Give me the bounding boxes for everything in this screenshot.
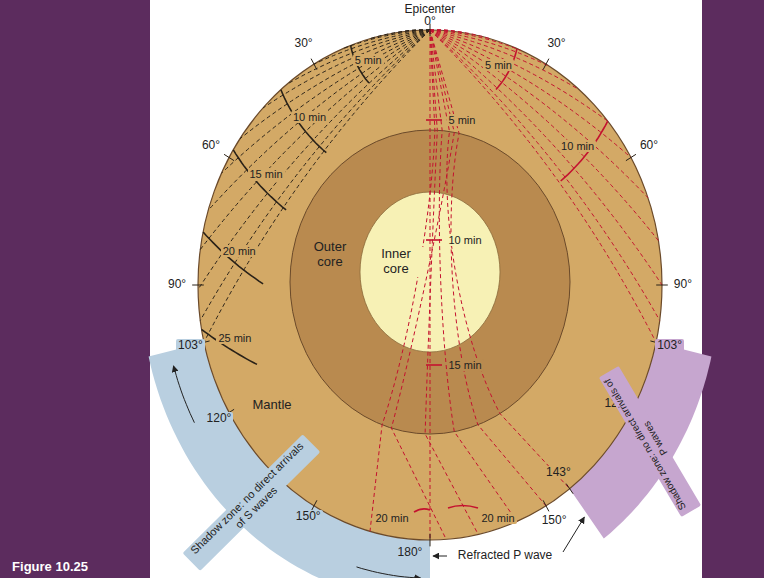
degree-label: 120° — [205, 412, 234, 426]
degree-tick — [656, 285, 668, 286]
s-wave-ray — [240, 30, 430, 139]
s-wave-ray — [208, 30, 430, 210]
travel-time-label: 20 min — [221, 245, 258, 258]
travel-time-label: 15 min — [447, 359, 484, 372]
travel-time-label: 10 min — [291, 111, 328, 124]
travel-time-label: 20 min — [480, 512, 517, 525]
travel-time-label: 10 min — [559, 140, 596, 153]
degree-label: 143° — [544, 466, 573, 480]
degree-tick — [192, 285, 204, 286]
travel-time-label: 5 min — [447, 114, 478, 127]
travel-time-label: 25 min — [216, 332, 253, 345]
degree-tick — [543, 59, 549, 70]
time-tick — [426, 119, 442, 121]
region-label: Inner core — [367, 247, 425, 277]
p-wave-ray — [430, 30, 662, 285]
degree-tick — [543, 500, 549, 511]
figure-number: Figure 10.25 — [10, 560, 90, 575]
refracted-wave-label: Refracted P wave — [456, 549, 555, 563]
refracted-p-ray — [430, 30, 517, 521]
travel-time-front — [233, 150, 286, 210]
zone-extent-arrow — [174, 366, 195, 423]
degree-label: 30° — [293, 37, 315, 51]
degree-label: 103° — [176, 339, 205, 353]
s-wave-ray — [222, 30, 431, 173]
p-wave-ray — [430, 30, 648, 198]
refracted-p-ray — [425, 30, 478, 534]
time-tick — [426, 239, 442, 241]
mantle-shape — [198, 30, 662, 540]
degree-tick — [566, 484, 573, 494]
degree-label: 0° — [422, 15, 437, 29]
shadow-zone-note: Shadow zone: no direct arrivals of S wav… — [183, 435, 321, 572]
degree-label: 90° — [672, 278, 694, 292]
s-wave-ray — [198, 30, 430, 290]
refracted-p-ray — [391, 30, 454, 539]
travel-time-label: 15 min — [248, 168, 285, 181]
zone-extent-arrow — [357, 567, 421, 578]
degree-label: 180° — [396, 546, 425, 560]
s-wave-ray — [200, 30, 430, 250]
refracted-range-arrow — [433, 556, 447, 557]
degree-label: 60° — [200, 139, 222, 153]
s-wave-ray — [204, 30, 430, 342]
p-wave-ray — [430, 30, 656, 342]
p-wave-ray — [430, 30, 521, 50]
travel-time-front — [202, 329, 258, 364]
s-wave-ray — [200, 30, 430, 321]
travel-time-label: 20 min — [374, 512, 411, 525]
travel-time-label: 5 min — [353, 54, 384, 67]
degree-tick — [224, 154, 234, 160]
refracted-p-ray — [370, 30, 435, 531]
p-wave-ray — [430, 30, 579, 90]
region-label: Mantle — [251, 398, 294, 413]
degree-label: 103° — [655, 339, 684, 353]
travel-time-label: 5 min — [483, 59, 514, 72]
degree-tick — [311, 59, 317, 70]
degree-tick — [626, 154, 636, 160]
time-tick — [426, 364, 442, 366]
p-wave-ray — [430, 30, 660, 321]
degree-tick — [430, 534, 431, 547]
s-wave-ray — [263, 30, 430, 108]
degree-label: 30° — [545, 37, 567, 51]
time-tick — [414, 509, 430, 512]
degree-label: 150° — [540, 514, 569, 528]
region-label: Outer core — [298, 240, 362, 270]
degree-label: 60° — [638, 139, 660, 153]
shadow-zone-note: Shadow zone: no direct arrivals of P wav… — [599, 366, 701, 517]
travel-time-front — [203, 232, 263, 284]
degree-label: 150° — [294, 510, 323, 524]
time-tick — [448, 506, 478, 509]
travel-time-label: 10 min — [447, 234, 484, 247]
refracted-p-ray — [430, 30, 570, 489]
degree-label: 90° — [166, 278, 188, 292]
